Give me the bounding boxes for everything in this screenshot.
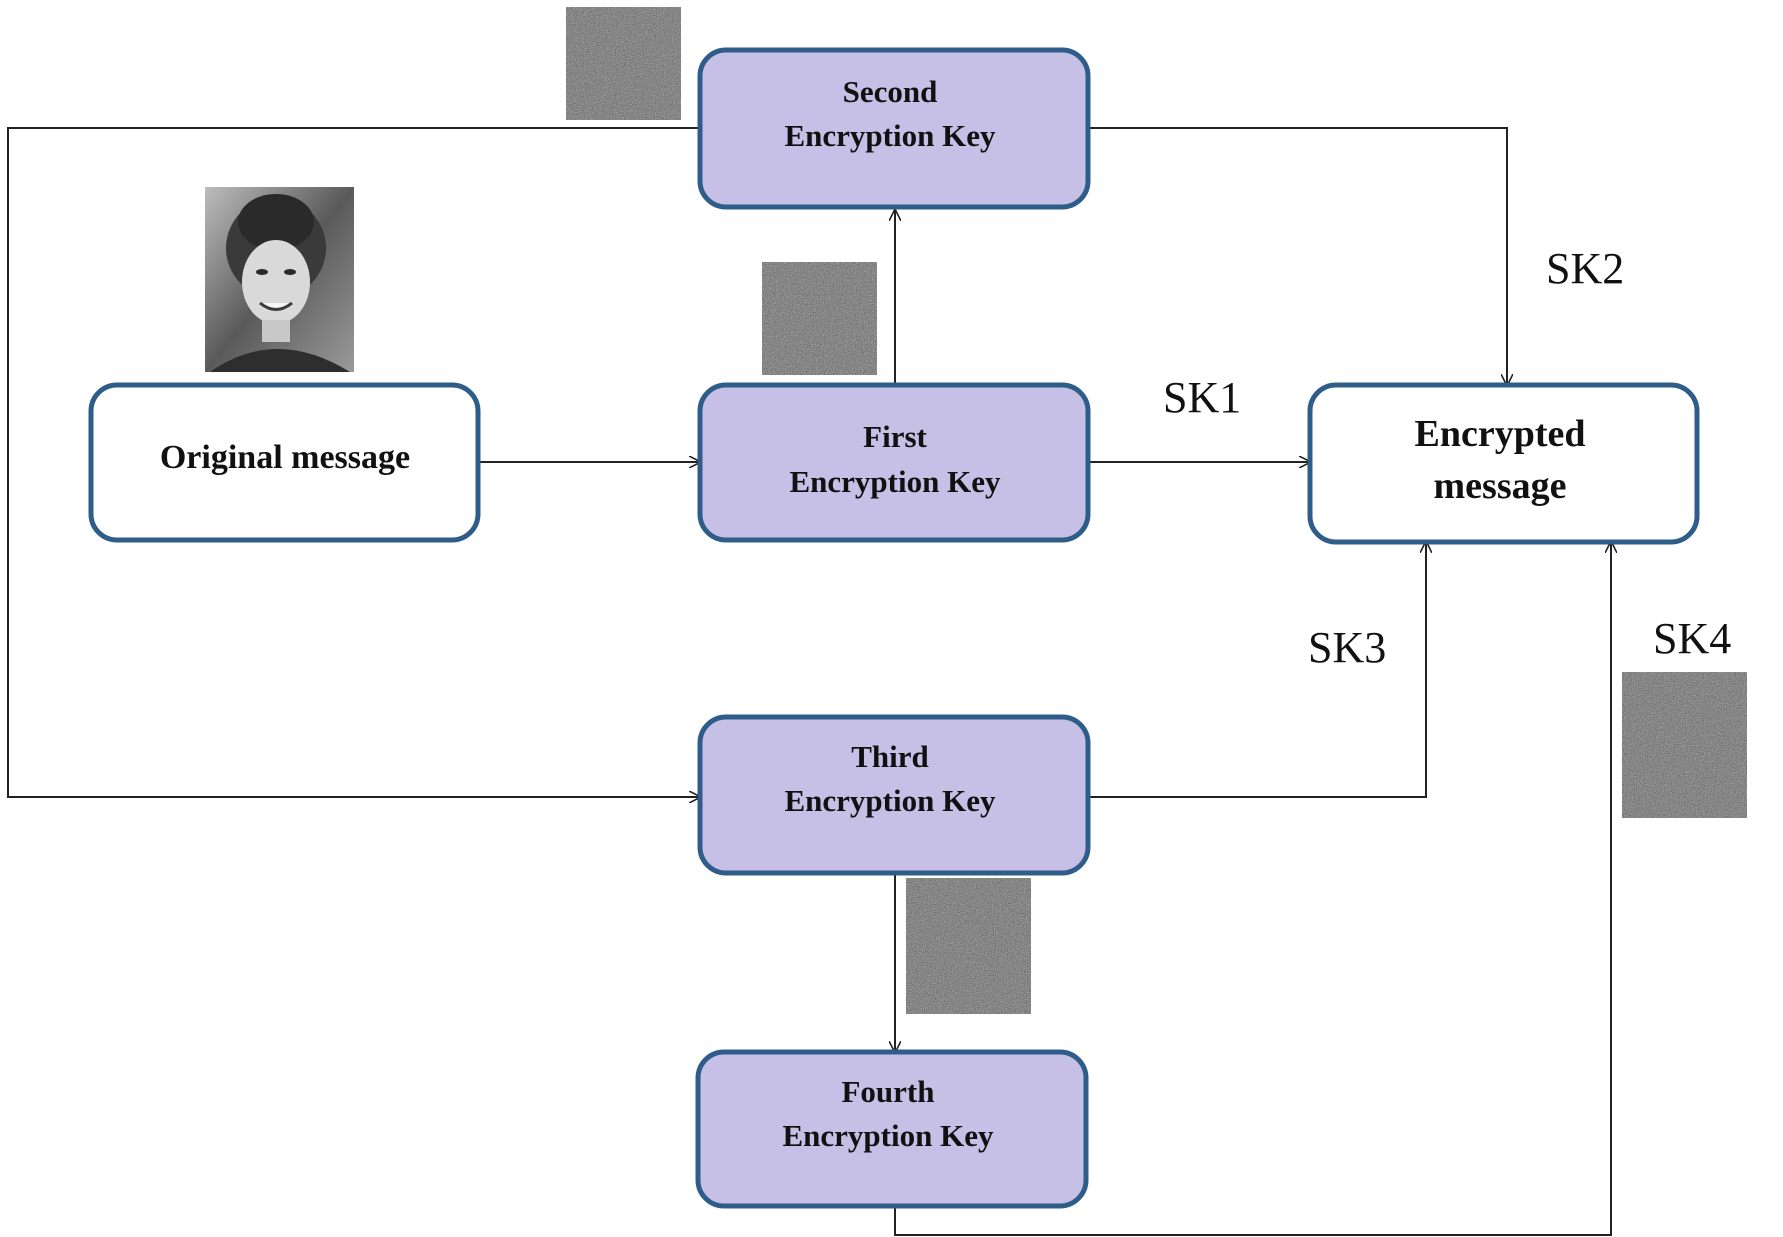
edge-second-to-third xyxy=(7,127,700,797)
edge-label-sk4: SK4 xyxy=(1653,614,1731,663)
noise-image-first xyxy=(762,262,877,375)
edge-third-to-encrypted xyxy=(1088,542,1426,798)
node-second-label-1: Second xyxy=(843,74,938,109)
node-encrypted-label-2: message xyxy=(1434,465,1567,507)
node-second-label-2: Encryption Key xyxy=(785,118,996,153)
node-first-label-2: Encryption Key xyxy=(790,464,1001,499)
connectors xyxy=(7,127,1611,1236)
node-original-message: Original message xyxy=(88,382,481,543)
node-third-key: Third Encryption Key xyxy=(697,714,1091,876)
node-first-key: First Encryption Key xyxy=(697,382,1091,543)
edge-label-sk1: SK1 xyxy=(1163,373,1241,422)
node-fourth-key: Fourth Encryption Key xyxy=(695,1049,1089,1209)
node-fourth-label-1: Fourth xyxy=(842,1074,935,1109)
noise-image-third xyxy=(906,878,1031,1014)
noise-image-second xyxy=(566,7,681,120)
node-original-label: Original message xyxy=(160,439,410,476)
node-fourth-label-2: Encryption Key xyxy=(783,1118,994,1153)
node-second-key: Second Encryption Key xyxy=(697,47,1091,210)
noise-image-fourth xyxy=(1622,672,1747,818)
node-encrypted-message: Encrypted message xyxy=(1307,382,1700,545)
node-third-label-1: Third xyxy=(851,739,929,774)
original-image-thumbnail xyxy=(205,187,354,372)
edge-second-to-encrypted xyxy=(1088,127,1507,385)
edge-fourth-to-encrypted xyxy=(894,542,1611,1236)
edge-label-sk3: SK3 xyxy=(1308,623,1386,672)
node-first-label-1: First xyxy=(863,419,927,454)
edge-label-sk2: SK2 xyxy=(1546,244,1624,293)
node-encrypted-label-1: Encrypted xyxy=(1415,413,1586,455)
node-third-label-2: Encryption Key xyxy=(785,783,996,818)
